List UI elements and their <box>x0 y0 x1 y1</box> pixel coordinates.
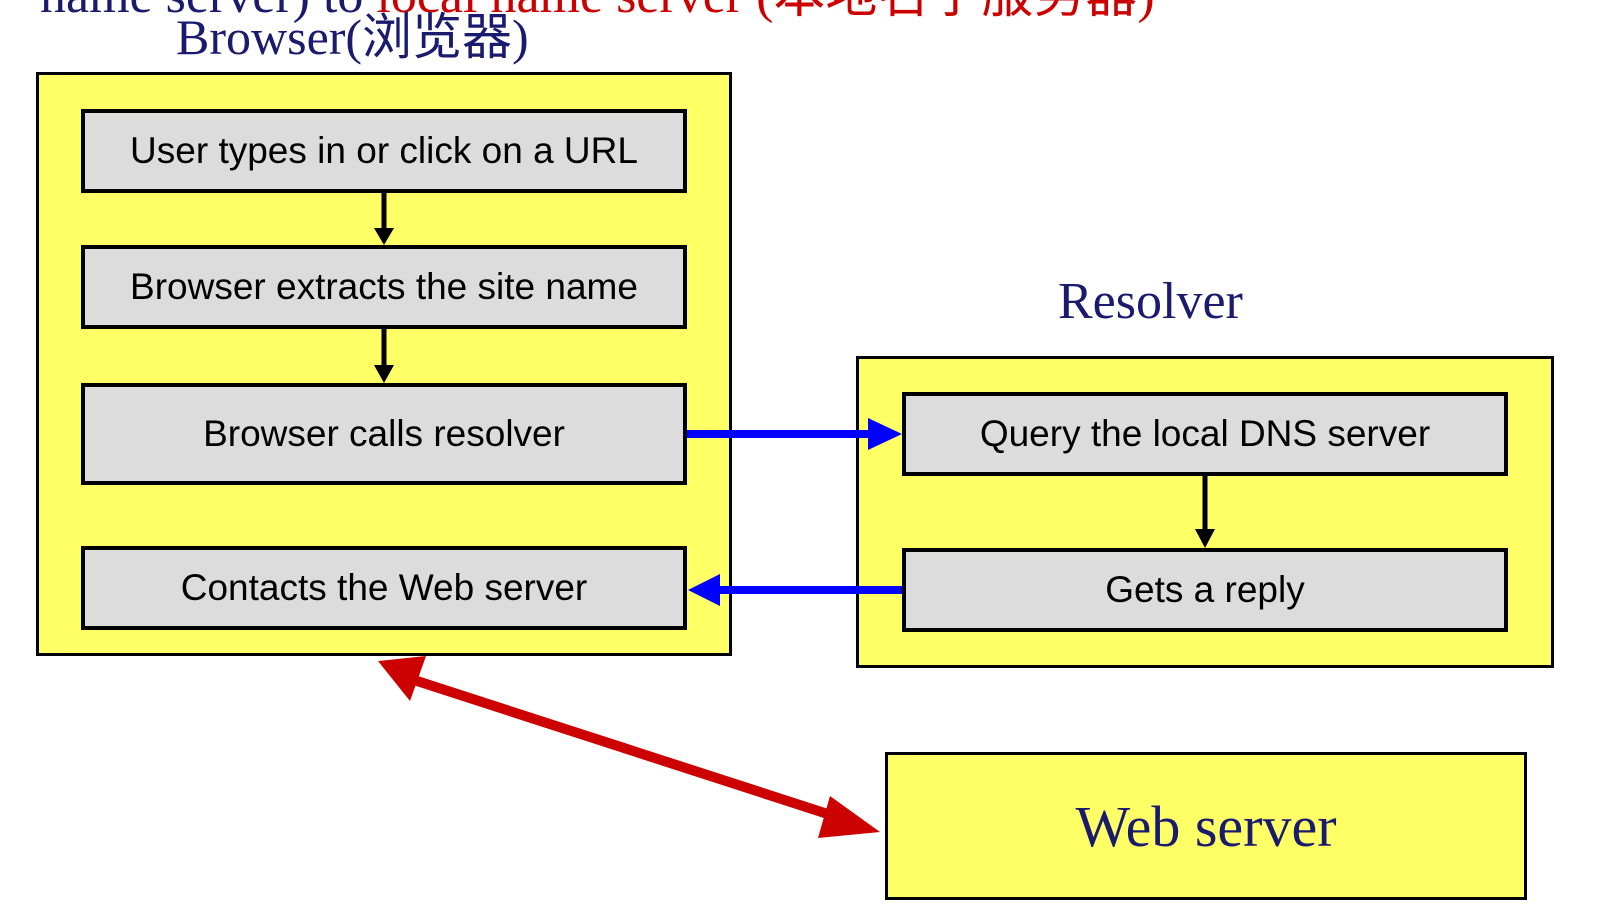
step-contact-web-server: Contacts the Web server <box>81 546 687 630</box>
step-call-resolver: Browser calls resolver <box>81 383 687 485</box>
step-user-types-url: User types in or click on a URL <box>81 109 687 193</box>
resolver-group-title: Resolver <box>1058 273 1243 330</box>
step-query-local-dns: Query the local DNS server <box>902 392 1508 476</box>
step-extract-site-name: Browser extracts the site name <box>81 245 687 329</box>
web-server-box: Web server <box>885 752 1527 900</box>
heading-text-part-a: name server) to <box>40 0 376 24</box>
browser-web-server-arrow <box>378 656 880 838</box>
web-server-label: Web server <box>1075 793 1337 859</box>
slide-heading: name server) to local name server (本地名字服… <box>40 0 1155 22</box>
heading-text-part-b: local name server (本地名字服务器) <box>376 0 1154 24</box>
step-gets-reply: Gets a reply <box>902 548 1508 632</box>
browser-group-title: Browser(浏览器) <box>176 9 529 65</box>
